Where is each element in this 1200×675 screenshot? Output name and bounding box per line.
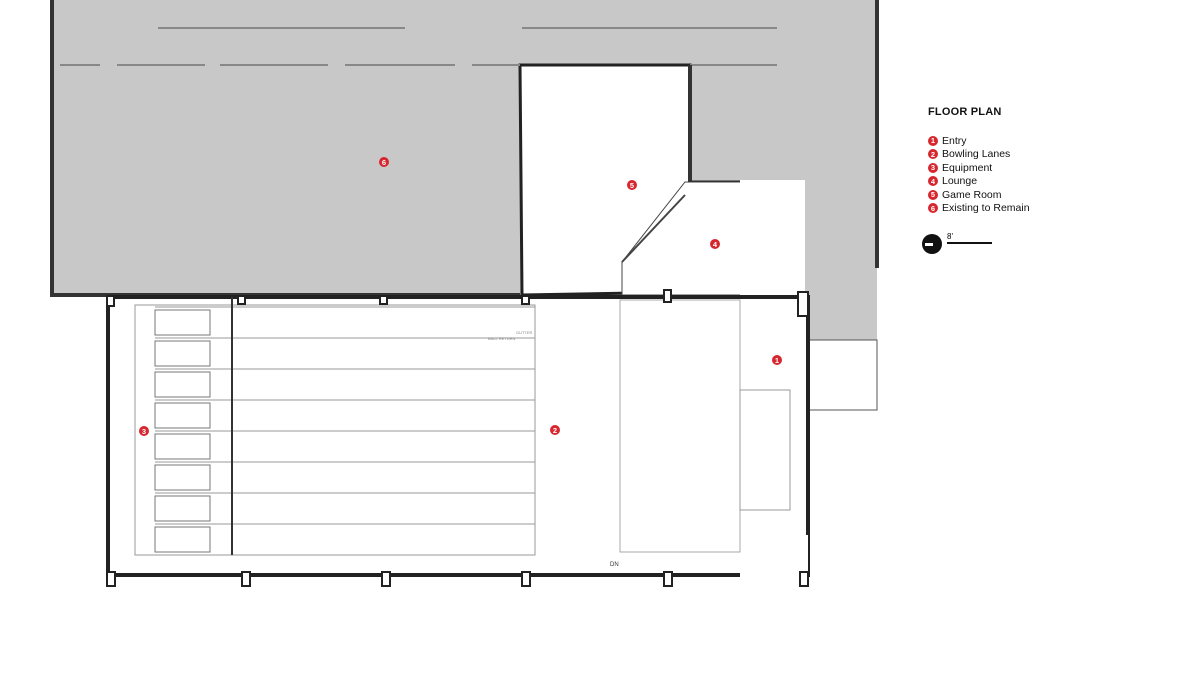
pinsetter <box>154 433 211 460</box>
marker-existing: 6 <box>379 157 389 167</box>
gutter-label: GUTTER <box>516 330 533 335</box>
legend-label: Lounge <box>942 175 978 188</box>
legend-label: Bowling Lanes <box>942 148 1011 161</box>
pinsetter <box>154 464 211 491</box>
marker-lounge: 4 <box>710 239 720 249</box>
legend-number: 6 <box>928 203 938 214</box>
legend-label: Game Room <box>942 188 1002 201</box>
ball-return-label: BALL RETURN <box>488 336 516 341</box>
legend-number: 1 <box>928 135 938 146</box>
marker-entry: 1 <box>772 355 782 365</box>
pinsetter <box>154 371 211 398</box>
marker-bowling-lanes: 2 <box>550 425 560 435</box>
pinsetter <box>154 526 211 553</box>
legend-item: 4 Lounge <box>928 175 1030 189</box>
pinsetter <box>154 402 211 429</box>
legend-item: 1 Entry <box>928 134 1030 148</box>
legend-item: 2 Bowling Lanes <box>928 148 1030 162</box>
scale-label: 8' <box>947 232 953 241</box>
pinsetter <box>154 309 211 336</box>
legend-item: 5 Game Room <box>928 188 1030 202</box>
stairs-down-label: DN <box>610 562 619 568</box>
legend-label: Equipment <box>942 161 993 174</box>
legend: FLOOR PLAN 1 Entry 2 Bowling Lanes 3 Equipmen… <box>928 106 1030 215</box>
legend-number: 2 <box>928 149 938 160</box>
legend-label: Existing to Remain <box>942 202 1030 215</box>
legend-number: 5 <box>928 189 938 200</box>
legend-item: 6 Existing to Remain <box>928 202 1030 216</box>
marker-game-room: 5 <box>627 180 637 190</box>
scale-bar: 8' <box>922 232 1002 256</box>
lanes-building <box>106 295 810 577</box>
pinsetter <box>154 340 211 367</box>
existing-area <box>52 0 877 410</box>
legend-number: 3 <box>928 162 938 173</box>
marker-equipment: 3 <box>139 426 149 436</box>
legend-title: FLOOR PLAN <box>928 106 1002 118</box>
legend-label: Entry <box>942 134 967 147</box>
legend-number: 4 <box>928 176 938 187</box>
pinsetter <box>154 495 211 522</box>
legend-item: 3 Equipment <box>928 161 1030 175</box>
